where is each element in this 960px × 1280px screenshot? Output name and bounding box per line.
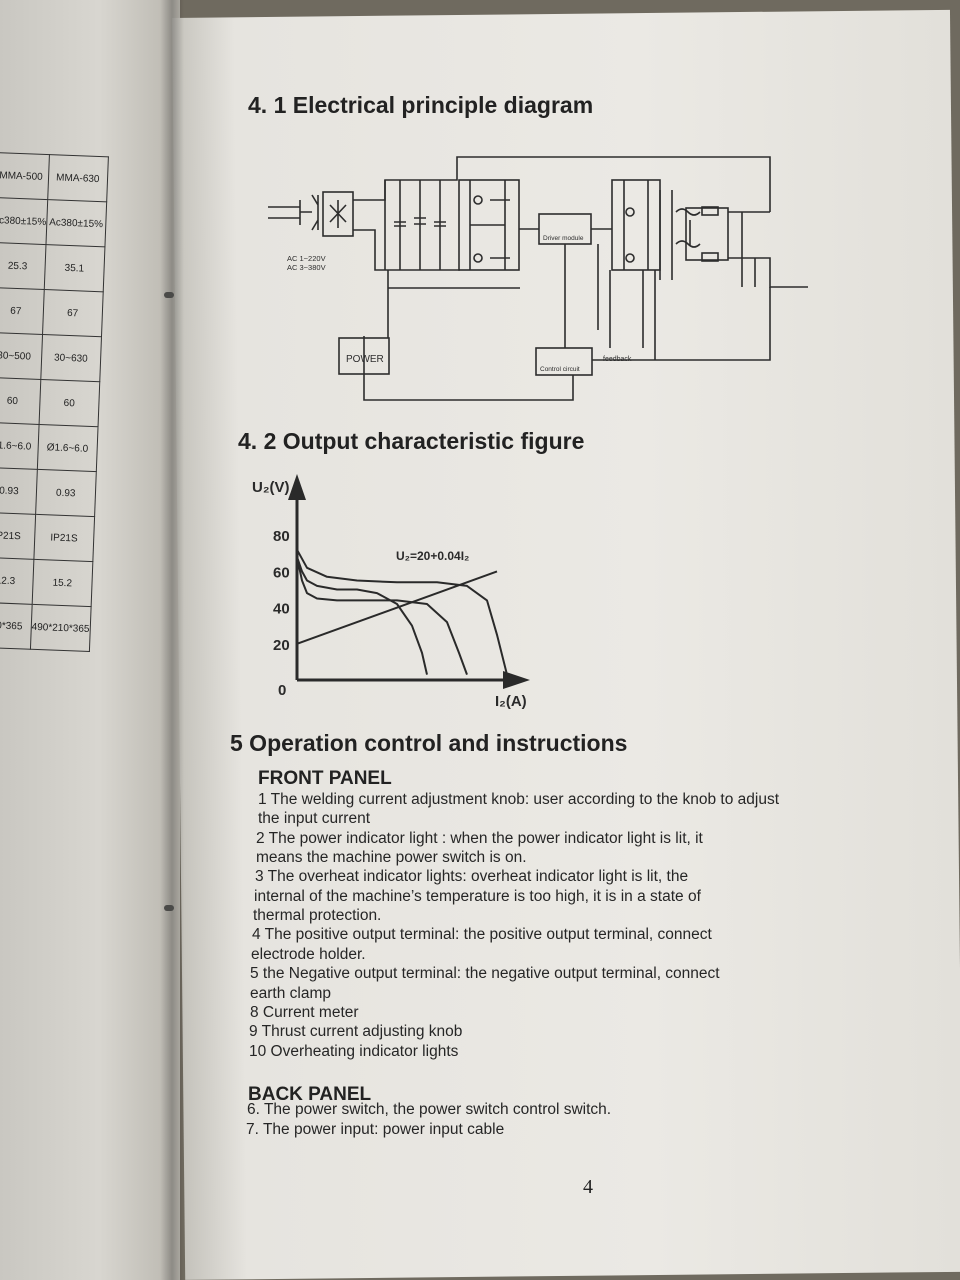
y-tick-label: 0 [278,682,286,699]
front-panel-line: means the machine power switch is on. [256,849,527,867]
front-panel-line: thermal protection. [253,907,382,925]
back-panel-title: BACK PANEL [248,1084,372,1105]
front-panel-line: 10 Overheating indicator lights [249,1042,459,1060]
y-axis-label: U₂(V) [252,479,290,496]
front-panel-line: 8 Current meter [250,1003,359,1021]
page-spine [160,0,184,1280]
power-label: POWER [346,354,384,365]
back-panel-line: 7. The power input: power input cable [246,1121,505,1138]
characteristic-curve-series [296,556,468,675]
characteristic-curve-series [296,556,428,675]
feedback-label: feedback [603,356,632,363]
front-panel-line: 3 The overheat indicator lights: overhea… [255,868,689,886]
x-axis-label: I₂(A) [495,693,527,710]
control-circuit-label: Control circuit [540,366,580,373]
driver-module-label: Driver module [543,235,584,242]
front-panel-line: 2 The power indicator light : when the p… [256,829,703,847]
chart-annotation: U₂=20+0.04I₂ [396,549,469,563]
ac-input-label-1: AC 1~220V [287,254,326,263]
x-axis-arrow [503,671,530,689]
load-line-series [296,570,498,645]
y-tick-label: 80 [273,528,290,545]
section-title-operation: 5 Operation control and instructions [230,730,628,756]
y-tick-label: 60 [273,564,290,581]
front-panel-line: 4 The positive output terminal: the posi… [252,926,712,944]
y-axis-arrow [288,474,306,500]
front-panel-line: 5 the Negative output terminal: the nega… [250,965,720,983]
binding-stitch [164,292,174,298]
section-title-output-characteristic: 4. 2 Output characteristic figure [238,428,585,454]
front-panel-line: electrode holder. [251,945,366,963]
back-panel-line: 6. The power switch, the power switch co… [247,1101,612,1118]
characteristic-curve-series [296,549,508,675]
y-tick-label: 40 [273,601,290,618]
front-panel-title: FRONT PANEL [258,768,392,789]
front-panel-line: the input current [258,810,371,828]
binding-stitch [164,905,174,911]
front-panel-line: 9 Thrust current adjusting knob [249,1023,463,1041]
ac-input-label-2: AC 3~380V [287,263,326,272]
y-tick-label: 20 [273,637,290,654]
section-title-electrical-principle: 4. 1 Electrical principle diagram [248,92,594,118]
front-panel-line: internal of the machine’s temperature is… [254,887,701,905]
front-panel-line: earth clamp [250,984,331,1002]
front-panel-line: 1 The welding current adjustment knob: u… [258,791,779,808]
page-number: 4 [583,1176,593,1198]
